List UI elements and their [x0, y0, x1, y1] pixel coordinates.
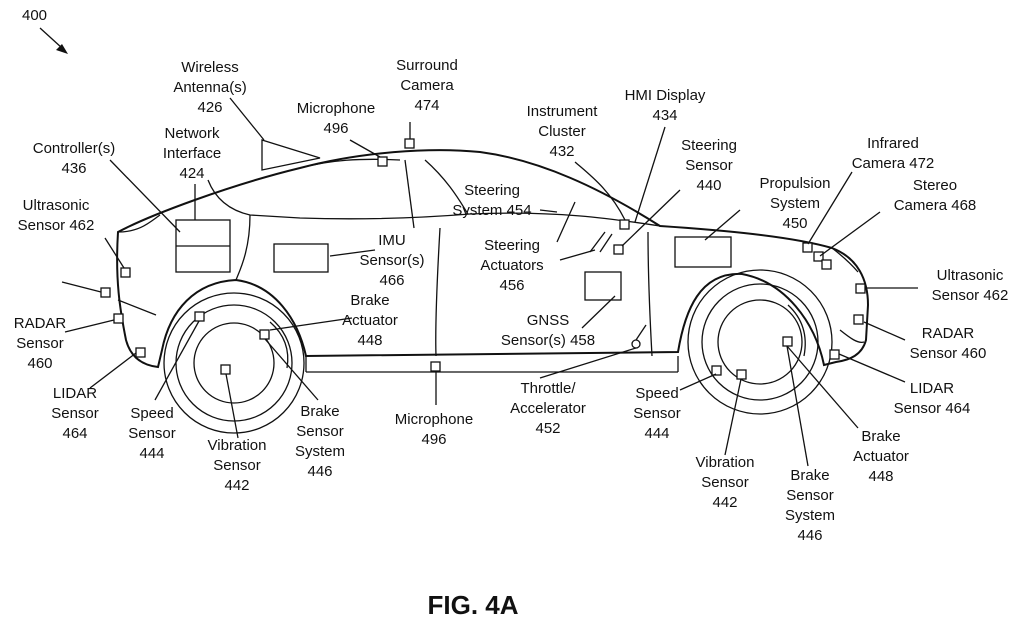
label-vibration-sensor-right: VibrationSensor442: [696, 454, 755, 511]
label-radar-right: RADARSensor 460: [910, 325, 987, 362]
label-lidar-left: LIDARSensor464: [51, 385, 99, 442]
label-hmi-display: HMI Display434: [625, 87, 706, 124]
microphone-bottom-marker: [431, 362, 440, 371]
label-ultrasonic-right: UltrasonicSensor 462: [932, 267, 1009, 304]
brake-sensor-right-marker: [783, 337, 792, 346]
lidar-left-marker: [136, 348, 145, 357]
label-throttle: Throttle/Accelerator452: [510, 380, 586, 437]
front-fender-edge: [648, 232, 652, 356]
label-brake-sensor-system-right: BrakeSensorSystem446: [785, 467, 835, 544]
label-instrument-cluster: InstrumentCluster432: [527, 103, 599, 160]
steering-column: [557, 202, 575, 242]
label-brake-sensor-system-left: BrakeSensorSystem446: [295, 403, 345, 480]
front-wheel: [688, 270, 832, 414]
throttle-pedal: [632, 340, 640, 348]
rear-door-edge: [236, 215, 250, 280]
label-stereo-camera: StereoCamera 468: [894, 177, 977, 214]
label-surround-camera: SurroundCamera474: [396, 57, 458, 114]
label-brake-actuator-left: BrakeActuator448: [342, 292, 398, 349]
label-network-interface: NetworkInterface424: [163, 125, 221, 182]
surround-camera-marker: [405, 139, 414, 148]
label-controllers: Controller(s)436: [33, 140, 116, 177]
throttle-pedal-arm: [636, 325, 646, 340]
vibration-sensor-left-marker: [221, 365, 230, 374]
label-speed-sensor-left: SpeedSensor444: [128, 405, 176, 462]
ultrasonic-left-marker: [121, 268, 130, 277]
speed-sensor-right-marker: [712, 366, 721, 375]
label-infrared-camera: InfraredCamera 472: [852, 135, 935, 172]
label-ultrasonic-left: UltrasonicSensor 462: [18, 197, 95, 234]
rear-wheel: [164, 293, 304, 433]
label-steering-system: SteeringSystem 454: [452, 182, 531, 219]
rear-sensor-marker: [101, 288, 110, 297]
label-microphone-bottom: Microphone496: [395, 411, 473, 448]
radar-left-marker: [114, 314, 123, 323]
stereo-camera-marker-2: [822, 260, 831, 269]
speed-sensor-left-marker: [195, 312, 204, 321]
figure-ref-arrow-shaft: [40, 28, 62, 48]
figure-ref-number: 400: [22, 7, 47, 24]
brake-sensor-left-marker: [260, 330, 269, 339]
label-radar-left: RADARSensor460: [14, 315, 67, 372]
label-steering-sensor: SteeringSensor440: [681, 137, 737, 194]
gnss-sensor-box: [585, 272, 621, 300]
instrument-cluster-marker: [620, 220, 629, 229]
label-speed-sensor-right: SpeedSensor444: [633, 385, 681, 442]
figure-caption: FIG. 4A: [427, 590, 518, 620]
label-wireless-antenna: WirelessAntenna(s)426: [173, 59, 246, 116]
figure-ref-arrowhead: [56, 44, 68, 54]
label-lidar-right: LIDARSensor 464: [894, 380, 971, 417]
imu-sensor-box: [274, 244, 328, 272]
hood-line: [832, 248, 858, 272]
label-vibration-sensor-left: VibrationSensor442: [208, 437, 267, 494]
label-steering-actuators: SteeringActuators456: [480, 237, 543, 294]
ultrasonic-right-marker: [856, 284, 865, 293]
microphone-top-marker: [378, 157, 387, 166]
label-imu-sensors: IMUSensor(s)466: [359, 232, 424, 289]
radar-right-marker: [854, 315, 863, 324]
infrared-camera-marker: [803, 243, 812, 252]
labels: WirelessAntenna(s)426 SurroundCamera474 …: [14, 57, 1009, 544]
label-microphone-top: Microphone496: [297, 100, 375, 137]
front-door-edge: [436, 228, 440, 356]
steering-sensor-marker: [614, 245, 623, 254]
label-gnss-sensors: GNSSSensor(s) 458: [501, 312, 595, 349]
lidar-right-marker: [830, 350, 839, 359]
label-brake-actuator-right: BrakeActuator448: [853, 428, 909, 485]
vibration-sensor-right-marker: [737, 370, 746, 379]
front-bumper-line: [840, 330, 864, 342]
propulsion-system-box: [675, 237, 731, 267]
rear-bumper-line: [118, 300, 156, 315]
